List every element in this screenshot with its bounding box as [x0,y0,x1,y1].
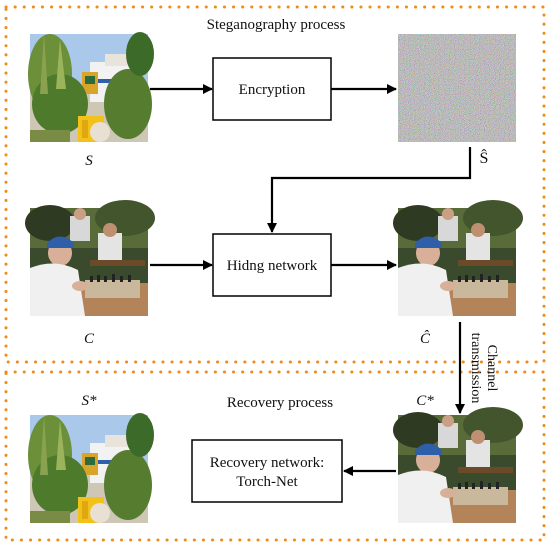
received-stego-image [393,407,523,523]
encryption-label: Encryption [239,82,306,98]
cover-image [25,200,155,316]
hiding-network-box: Hidng network [212,233,332,297]
label-s: S [85,153,93,169]
recovery-network-box: Recovery network: Torch-Net [191,439,343,503]
secret-image [28,32,154,142]
steganography-title: Steganography process [207,17,346,33]
stego-image [393,200,523,316]
channel-label-line2: transmission [468,333,483,404]
recovery-network-label-line2: Torch-Net [236,474,298,490]
channel-label-line1: Channel [484,345,499,392]
recovery-section-border [4,370,546,542]
label-s-hat: Ŝ [480,148,489,167]
label-c-hat: Ĉ [420,330,431,347]
encrypted-noise-image [398,34,516,142]
label-s-star: S* [82,393,98,409]
label-c-star: C* [416,393,434,409]
recovery-network-label-line1: Recovery network: [210,455,325,471]
hiding-network-label: Hidng network [227,258,318,274]
label-c: C [84,331,95,347]
recovered-secret-image [28,413,154,523]
arrow-noise-to-hiding [267,147,472,233]
recovery-title: Recovery process [227,395,333,411]
encryption-box: Encryption [212,57,332,121]
